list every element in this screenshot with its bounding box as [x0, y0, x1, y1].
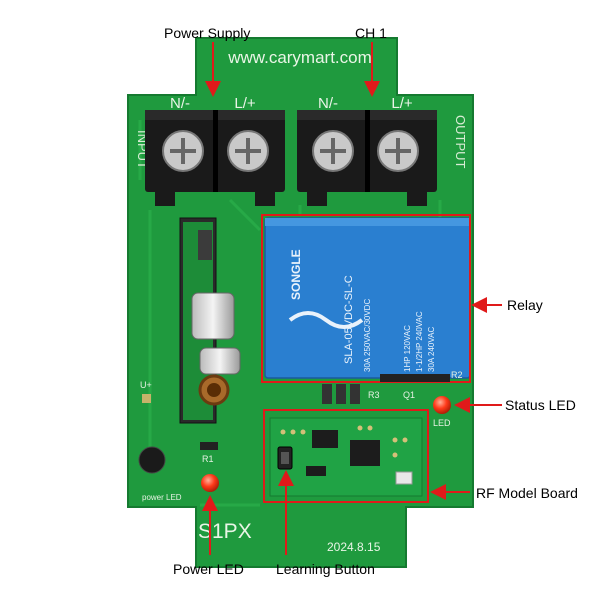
u-plus-silkscreen: U+: [140, 380, 152, 390]
model-silkscreen: S1PX: [198, 520, 252, 543]
r1-silkscreen: R1: [202, 454, 214, 464]
relay-rating-1: 30A 250VAC/30VDC: [363, 299, 372, 372]
r3-silkscreen: R3: [368, 390, 380, 400]
r2-silkscreen: R2: [451, 370, 463, 380]
rf-module-highlight-box: [263, 409, 429, 503]
power-led-silkscreen: power LED: [142, 493, 182, 502]
songle-logo-icon: [288, 311, 364, 329]
callout-power-led: Power LED: [173, 561, 244, 577]
terminal-label-2: L/+: [234, 95, 256, 112]
capacitor-1: [191, 292, 235, 340]
terminal-block-power: [145, 110, 285, 206]
website-silkscreen: www.carymart.com: [227, 48, 372, 67]
callout-power-supply: Power Supply: [164, 25, 251, 41]
terminal-label-3: N/-: [318, 95, 338, 112]
relay-component: SONGLE SLA-05VDC-SL-C 30A 250VAC/30VDC 1…: [264, 217, 471, 379]
relay-brand: SONGLE: [289, 249, 303, 300]
terminal-block-ch1: [297, 110, 437, 206]
callout-relay: Relay: [507, 297, 543, 313]
relay-rating-4: 30A 240VAC: [427, 327, 436, 372]
power-module: [179, 217, 241, 424]
rf-module: [269, 417, 423, 497]
electrolytic-capacitor: [138, 446, 166, 474]
terminal-label-1: N/-: [170, 95, 190, 112]
q1-silkscreen: Q1: [403, 390, 415, 400]
power-led: [201, 474, 219, 492]
date-silkscreen: 2024.8.15: [327, 540, 381, 554]
relay-highlight-box: [261, 214, 471, 383]
led-silkscreen: LED: [433, 418, 451, 428]
callout-rf-model-board: RF Model Board: [476, 485, 578, 501]
capacitor-2: [199, 347, 241, 375]
terminal-label-4: L/+: [391, 95, 413, 112]
status-led: [433, 396, 451, 414]
callout-ch1: CH 1: [355, 25, 387, 41]
relay-rating-2: 1HP 120VAC: [403, 325, 412, 372]
output-silkscreen: OUTPUT: [453, 115, 468, 169]
relay-part-number: SLA-05VDC-SL-C: [343, 275, 355, 364]
relay-rating-3: 1-1/2HP 240VAC: [415, 311, 424, 372]
callout-status-led: Status LED: [505, 397, 576, 413]
callout-learning-button: Learning Button: [276, 561, 375, 577]
